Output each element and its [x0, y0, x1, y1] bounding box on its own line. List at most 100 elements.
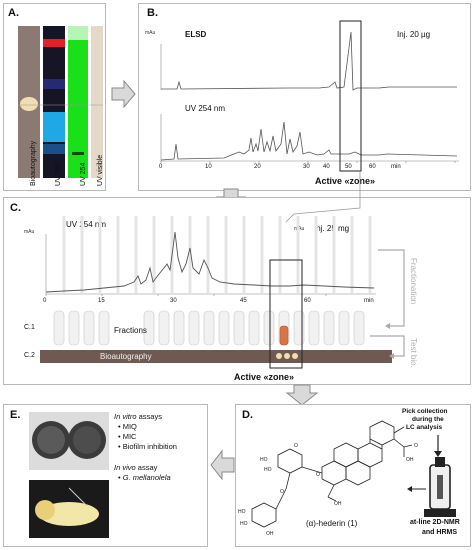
- svg-text:OH: OH: [266, 531, 274, 537]
- panel-b-active-zone-label: Active «zone»: [315, 176, 376, 186]
- panel-c-trace: [45, 231, 375, 293]
- invitro-item-1: • MIQ: [118, 422, 137, 431]
- invitro-item-2: • MIC: [118, 432, 137, 441]
- arrow-d-to-e: [210, 449, 235, 481]
- lane-label-uv366: UV 366: [55, 162, 62, 186]
- lane-label-uv-visible: UV visible: [97, 154, 104, 186]
- panel-e-label: E.: [10, 409, 21, 421]
- test-bio-arrow: [370, 335, 405, 357]
- zone-connector: [285, 171, 361, 223]
- panel-b-active-zone-box: [339, 20, 362, 172]
- panel-d-label: D.: [242, 409, 253, 421]
- invitro-suffix: assays: [136, 412, 162, 421]
- panel-c-active-zone-box: [269, 259, 303, 369]
- lane-uv254: [68, 26, 88, 178]
- pick-line-1: Pick collection: [402, 408, 448, 415]
- panel-b-x-unit: min: [391, 164, 401, 170]
- arrow-c-to-d: [285, 384, 319, 406]
- arrow-a-to-b: [111, 79, 136, 109]
- svg-text:O: O: [316, 472, 320, 478]
- invivo-prefix: In vivo: [114, 463, 136, 472]
- invitro-prefix: In vitro: [114, 412, 137, 421]
- fraction-tubes: [53, 310, 365, 346]
- svg-text:O: O: [414, 443, 418, 449]
- svg-text:HO: HO: [238, 509, 246, 515]
- lane-label-bioautography: Bioautography: [30, 140, 37, 186]
- panel-b-xtick-6: 60: [369, 164, 376, 170]
- panel-c-xtick-3: 45: [240, 298, 247, 304]
- panel-c-xtick-2: 30: [170, 298, 177, 304]
- panel-e: E. In vitro assays • MIQ • MIC • Biofilm…: [3, 404, 208, 547]
- larva-photo: [29, 480, 109, 538]
- panel-c-active-zone-label: Active «zone»: [234, 372, 295, 382]
- bioautography-strip: [40, 350, 392, 363]
- panel-c-plot: [40, 171, 405, 369]
- uv254-trace: [160, 121, 458, 161]
- panel-b-plot: [160, 20, 459, 172]
- bio-spot-3: [292, 353, 298, 359]
- panel-c-row1-label: C.1: [24, 324, 35, 331]
- panel-a-label: A.: [8, 7, 19, 19]
- lane-uv-visible: [91, 26, 103, 178]
- svg-text:O: O: [294, 443, 298, 449]
- panel-b-xtick-4: 40: [323, 164, 330, 170]
- panel-c-xtick-1: 15: [98, 298, 105, 304]
- petri-dish-photo: [29, 412, 109, 470]
- invivo-item: • G. mellanolela: [118, 473, 171, 482]
- svg-text:OH: OH: [406, 457, 414, 463]
- panel-c-xtick-4: 60: [304, 298, 311, 304]
- svg-text:HO: HO: [240, 521, 248, 527]
- panel-c-xtick-0: 0: [43, 298, 47, 304]
- invitro-item-3: • Biofilm inhibition: [118, 442, 177, 451]
- nmr-instrument-icon: [424, 457, 456, 517]
- elsd-trace: [161, 31, 457, 91]
- fractionation-arrow: [378, 249, 405, 327]
- active-fraction-tube: [279, 325, 289, 346]
- invitro-item-3-text: Biofilm inhibition: [122, 442, 177, 451]
- svg-text:HO: HO: [260, 457, 268, 463]
- bioautography-spot: [20, 97, 38, 111]
- hederin-structure: HO HO O O OH O OH O HO HO OH: [238, 420, 456, 537]
- panel-b: B. mAu ELSD Inj. 20 µg UV 254 nm 0 10 20…: [138, 3, 471, 191]
- svg-text:HO: HO: [264, 467, 272, 473]
- svg-text:OH: OH: [334, 501, 342, 507]
- panel-a: A. Bioautography UV 366 UV 254 UV visibl…: [3, 3, 106, 191]
- panel-b-xtick-3: 30: [303, 164, 310, 170]
- pick-line-2: during the: [412, 416, 444, 423]
- panel-b-xtick-1: 10: [205, 164, 212, 170]
- invitro-item-2-text: MIC: [122, 432, 137, 441]
- panel-b-label: B.: [147, 7, 158, 19]
- invivo-heading: In vivo assay: [114, 463, 157, 472]
- tlc-plates: [18, 26, 103, 178]
- panel-b-trace1-inj: Inj. 20 µg: [397, 30, 431, 39]
- panel-c-x-unit: min: [364, 298, 374, 304]
- invitro-item-1-text: MIQ: [122, 422, 137, 431]
- panel-c-label: C.: [10, 202, 21, 214]
- panel-b-unit: mAu: [145, 30, 156, 36]
- panel-c-trace-name: UV 254 nm: [66, 220, 107, 229]
- svg-text:O: O: [280, 489, 284, 495]
- panel-c-row2-label: C.2: [24, 352, 35, 359]
- panel-b-trace1-name: ELSD: [185, 30, 207, 39]
- panel-c-side-fractionation: Fractionation: [409, 258, 418, 305]
- lane-label-uv254: UV 254: [80, 162, 87, 186]
- panel-c: C. mAu UV 254 nm Inj. 25 mg mAu: [3, 171, 471, 385]
- invivo-item-text: G. mellanolela: [122, 473, 171, 482]
- invivo-suffix: assay: [135, 463, 158, 472]
- atline-line-1: at-line 2D-NMR: [410, 519, 460, 526]
- bio-spot-2: [284, 353, 290, 359]
- panel-c-inj: Inj. 25 mg: [314, 224, 350, 233]
- panel-b-xtick-5: 50: [345, 164, 352, 170]
- panel-c-row1-text: Fractions: [114, 326, 147, 335]
- panel-c-side-testbio: Test bio.: [409, 338, 418, 368]
- compound-name: (α)-hederin (1): [306, 519, 358, 528]
- panel-c-row2-text: Bioautography: [100, 352, 152, 361]
- panel-b-xtick-2: 20: [254, 164, 261, 170]
- pick-line-3: LC analysis: [406, 424, 443, 431]
- bio-spot-1: [276, 353, 282, 359]
- lane-uv366: [43, 26, 65, 178]
- panel-b-xtick-0: 0: [159, 164, 163, 170]
- invitro-heading: In vitro assays: [114, 412, 162, 421]
- atline-line-2: and HRMS: [422, 529, 457, 536]
- panel-c-unit: mAu: [24, 229, 35, 235]
